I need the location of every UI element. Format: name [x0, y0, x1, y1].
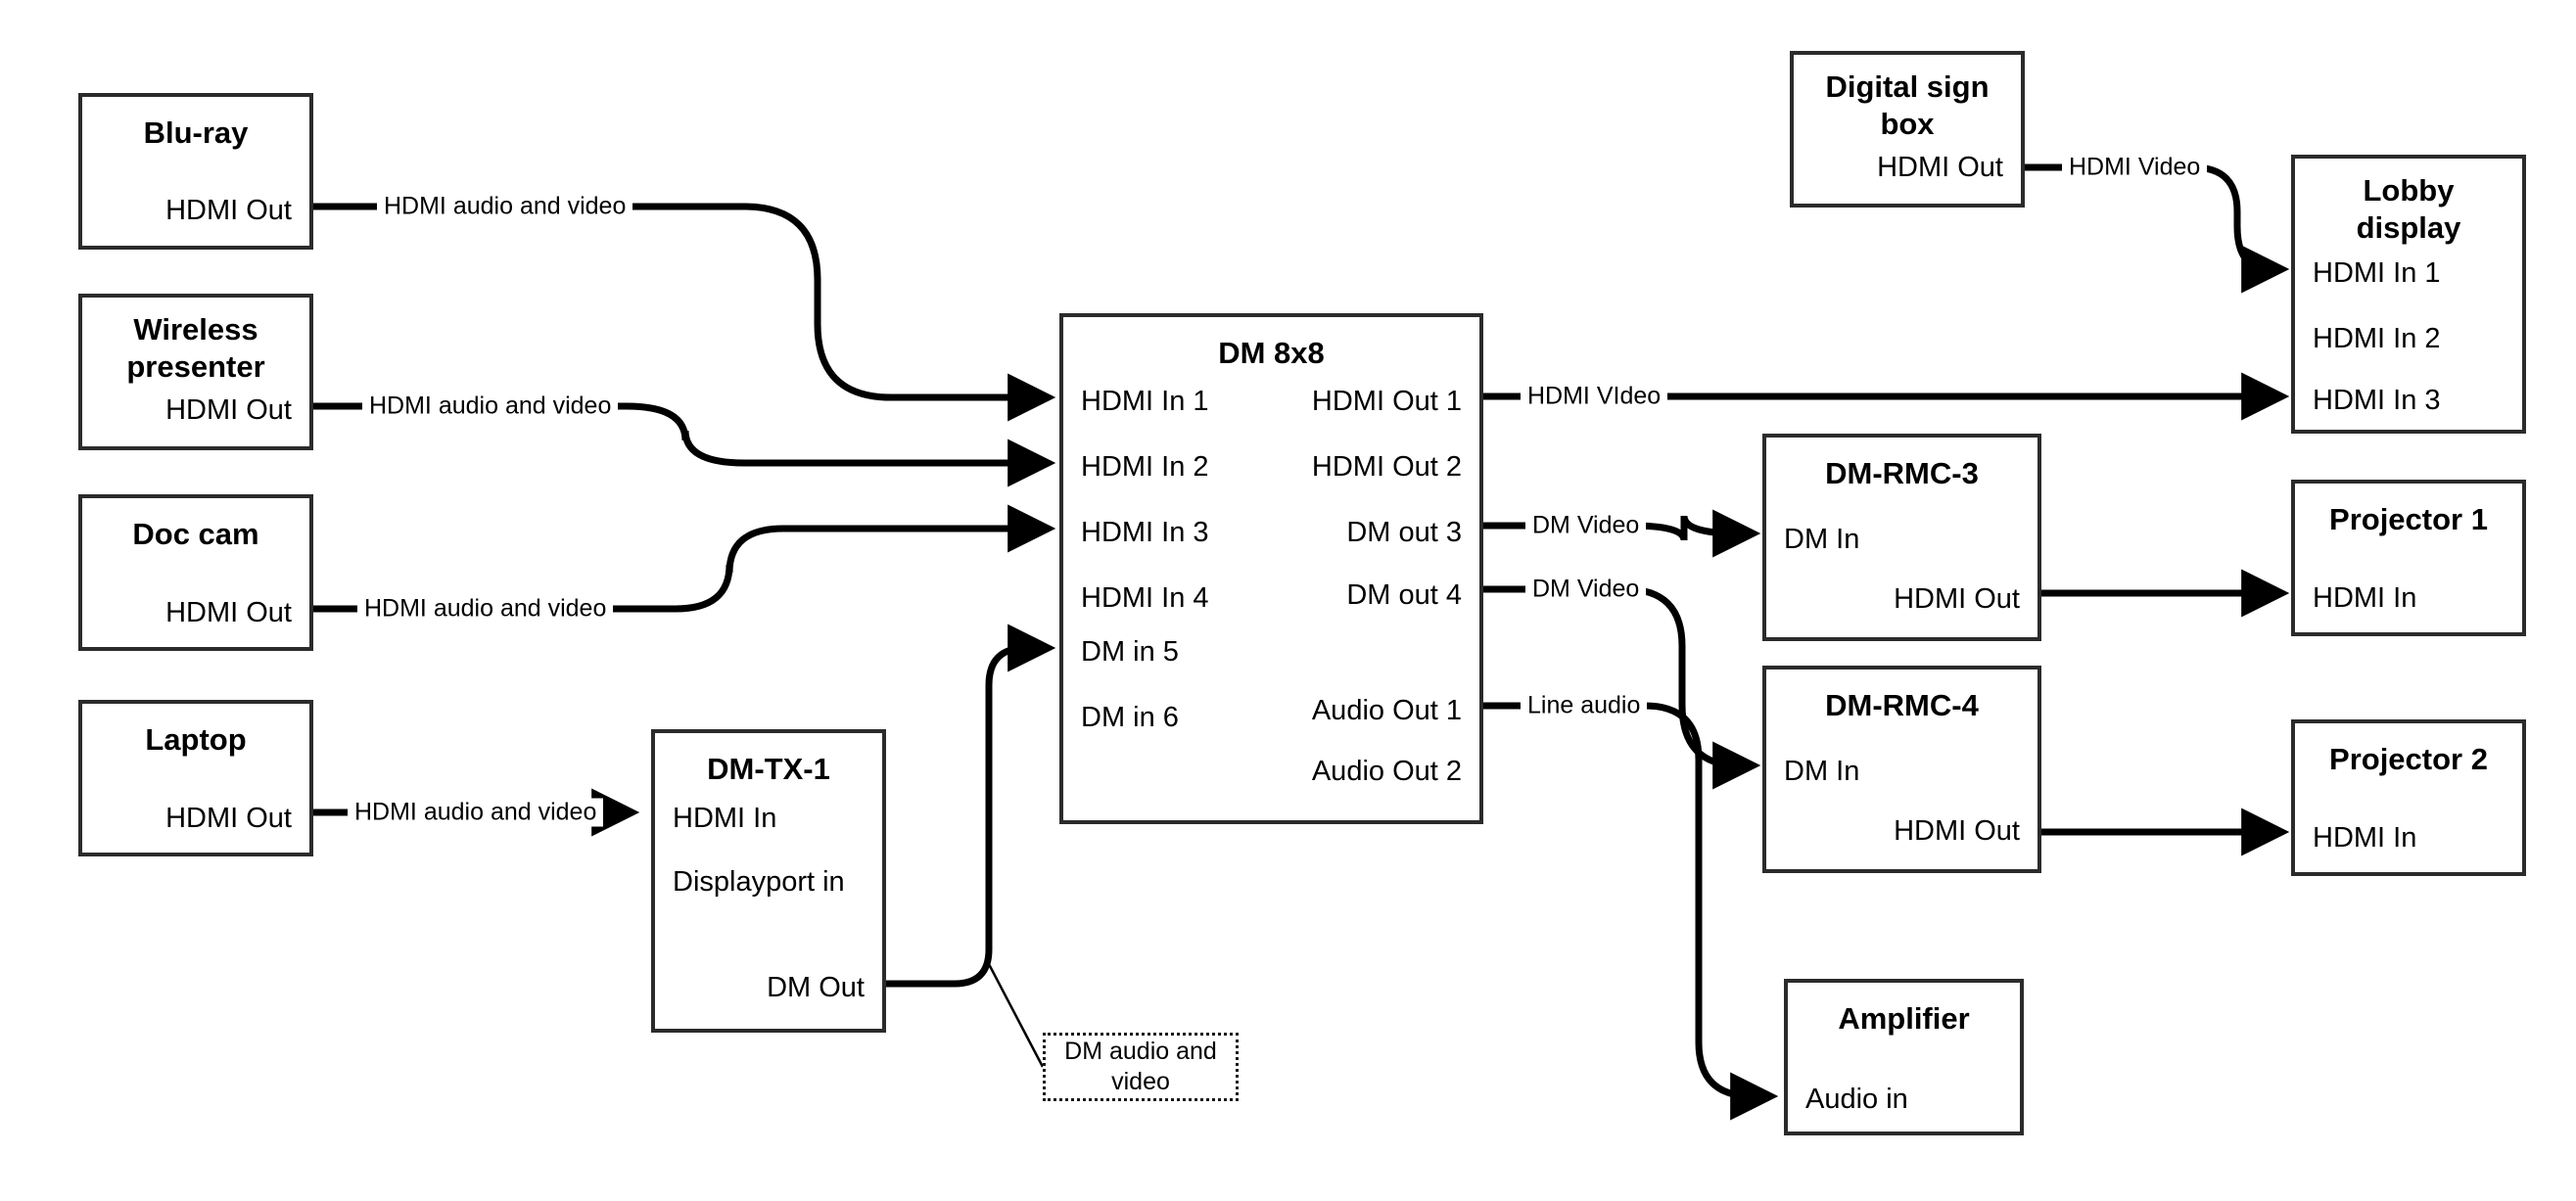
edge-label-audio-out-1: Line audio — [1521, 691, 1648, 720]
node-dm-8x8-input-hdmi-in-1: HDMI In 1 — [1081, 386, 1209, 417]
edge-label-laptop-to-dmtx1: HDMI audio and video — [348, 798, 604, 827]
node-dm-rmc-3-port-dm-in: DM In — [1784, 524, 1860, 555]
node-dm-8x8-input-hdmi-in-3: HDMI In 3 — [1081, 517, 1209, 548]
node-amplifier-port-audio-in: Audio in — [1805, 1084, 1908, 1115]
node-dm-rmc-3-title: DM-RMC-3 — [1825, 456, 1979, 490]
node-dm-rmc-4-title: DM-RMC-4 — [1825, 688, 1979, 722]
node-dm-8x8-output-hdmi-out-2: HDMI Out 2 — [1311, 451, 1462, 483]
edge-label-hdmi-out-1: HDMI VIdeo — [1521, 382, 1668, 411]
node-digital-sign-box-port-hdmi-out: HDMI Out — [1877, 152, 2003, 183]
node-dm-rmc-3[interactable]: DM-RMC-3 DM In HDMI Out — [1762, 434, 2041, 641]
node-dm-8x8[interactable]: DM 8x8 HDMI In 1 HDMI In 2 HDMI In 3 HDM… — [1059, 313, 1483, 824]
node-dm-rmc-4-port-dm-in: DM In — [1784, 756, 1860, 787]
node-lobby-display-input-hdmi-in-2: HDMI In 2 — [2313, 323, 2441, 354]
node-wireless-presenter-port-hdmi-out: HDMI Out — [165, 394, 292, 426]
node-projector-2[interactable]: Projector 2 HDMI In — [2291, 719, 2526, 876]
node-wireless-presenter-title: Wireless presenter — [126, 312, 265, 384]
node-dm-8x8-output-audio-out-2: Audio Out 2 — [1311, 756, 1462, 787]
wire-bluray-to-dm8x8 — [313, 203, 1056, 422]
node-dm-8x8-input-hdmi-in-2: HDMI In 2 — [1081, 451, 1209, 483]
node-dm-8x8-input-dm-in-5: DM in 5 — [1081, 636, 1179, 668]
node-doc-cam-port-hdmi-out: HDMI Out — [165, 597, 292, 628]
node-dm-rmc-4[interactable]: DM-RMC-4 DM In HDMI Out — [1762, 666, 2041, 873]
node-dm-8x8-output-audio-out-1: Audio Out 1 — [1311, 695, 1462, 726]
node-dm-8x8-input-hdmi-in-4: HDMI In 4 — [1081, 582, 1209, 614]
node-bluray-title: Blu-ray — [143, 115, 249, 150]
node-amplifier[interactable]: Amplifier Audio in — [1784, 979, 2024, 1135]
node-dm-8x8-output-dm-out-4: DM out 4 — [1346, 579, 1462, 611]
node-laptop-port-hdmi-out: HDMI Out — [165, 803, 292, 834]
node-projector-1-port-hdmi-in: HDMI In — [2313, 582, 2417, 614]
wire-dmout4-to-dmrmc4 — [1483, 585, 1761, 790]
leader-line-dm-audio-video-callout — [987, 963, 1045, 1068]
edge-label-dm-out-3: DM Video — [1525, 511, 1647, 540]
edge-label-dm-out-4: DM Video — [1525, 575, 1647, 604]
node-bluray[interactable]: Blu-ray HDMI Out — [78, 93, 313, 250]
wire-dmtx1-to-dm8x8 — [886, 624, 1056, 988]
edge-label-bluray-to-dm8x8: HDMI audio and video — [377, 192, 633, 221]
node-doc-cam[interactable]: Doc cam HDMI Out — [78, 494, 313, 651]
wire-audioout1-to-amplifier — [1483, 702, 1779, 1121]
node-dm-8x8-output-dm-out-3: DM out 3 — [1346, 517, 1462, 548]
node-doc-cam-title: Doc cam — [132, 517, 259, 551]
node-dm-rmc-4-port-hdmi-out: HDMI Out — [1894, 815, 2020, 847]
node-projector-2-port-hdmi-in: HDMI In — [2313, 822, 2417, 854]
node-laptop-title: Laptop — [145, 722, 247, 757]
node-lobby-display-input-hdmi-in-1: HDMI In 1 — [2313, 257, 2441, 289]
node-dm-rmc-3-port-hdmi-out: HDMI Out — [1894, 583, 2020, 615]
node-digital-sign-box-title: Digital sign box — [1825, 69, 1990, 141]
node-dm-tx-1[interactable]: DM-TX-1 HDMI In Displayport in DM Out — [651, 729, 886, 1033]
node-lobby-display-input-hdmi-in-3: HDMI In 3 — [2313, 385, 2441, 416]
node-laptop[interactable]: Laptop HDMI Out — [78, 700, 313, 856]
node-wireless-presenter[interactable]: Wireless presenter HDMI Out — [78, 294, 313, 450]
node-lobby-display-title: Lobby display — [2356, 173, 2461, 245]
wire-signbox-to-lobby — [2025, 163, 2290, 294]
node-dm-8x8-title: DM 8x8 — [1218, 336, 1325, 370]
edge-label-wireless-to-dm8x8: HDMI audio and video — [362, 392, 619, 421]
node-projector-2-title: Projector 2 — [2329, 742, 2488, 776]
node-dm-tx-1-port-hdmi-in: HDMI In — [673, 803, 777, 834]
node-lobby-display[interactable]: Lobby display HDMI In 1 HDMI In 2 HDMI I… — [2291, 155, 2526, 434]
callout-dm-audio-and-video: DM audio and video — [1043, 1033, 1239, 1101]
node-dm-8x8-input-dm-in-6: DM in 6 — [1081, 702, 1179, 733]
node-projector-1-title: Projector 1 — [2329, 502, 2488, 536]
node-dm-8x8-output-hdmi-out-1: HDMI Out 1 — [1311, 386, 1462, 417]
node-dm-tx-1-port-displayport-in: Displayport in — [673, 866, 845, 898]
edge-label-doccam-to-dm8x8: HDMI audio and video — [357, 594, 614, 624]
node-dm-tx-1-title: DM-TX-1 — [707, 752, 830, 786]
node-amplifier-title: Amplifier — [1838, 1001, 1970, 1036]
node-dm-tx-1-port-dm-out: DM Out — [767, 972, 865, 1003]
node-projector-1[interactable]: Projector 1 HDMI In — [2291, 480, 2526, 636]
node-bluray-port-hdmi-out: HDMI Out — [165, 195, 292, 226]
node-digital-sign-box[interactable]: Digital sign box HDMI Out — [1790, 51, 2025, 208]
edge-label-signbox-to-lobby: HDMI Video — [2062, 153, 2208, 182]
